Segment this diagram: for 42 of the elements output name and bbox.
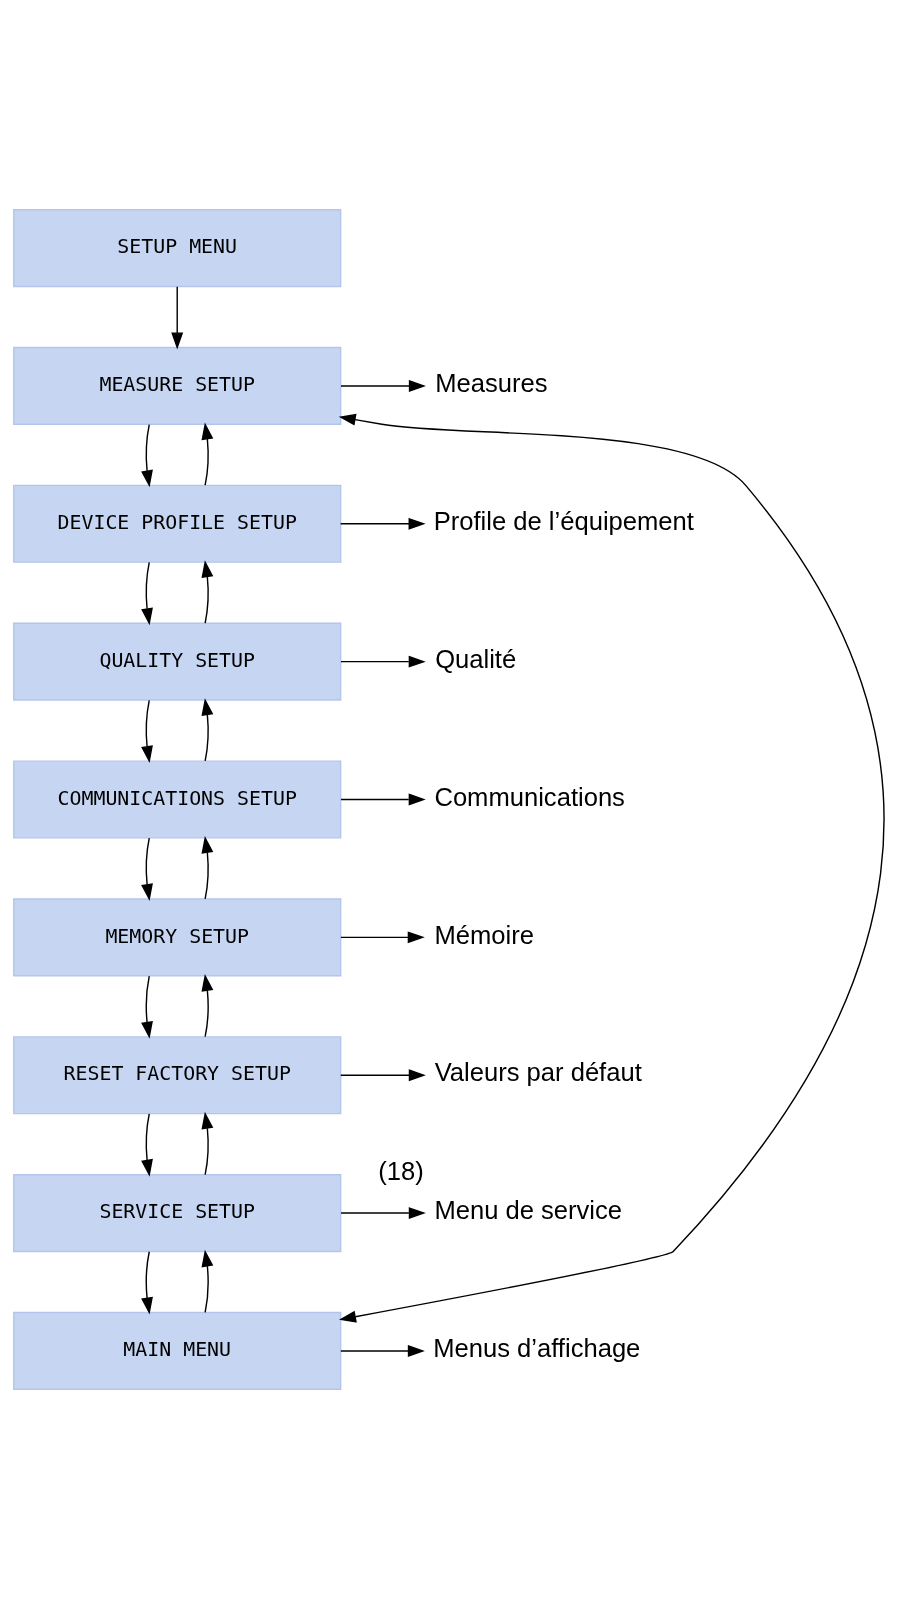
node-box: MEASURE SETUP	[13, 346, 342, 425]
node-box: DEVICE PROFILE SETUP	[13, 484, 342, 563]
node-text: Menus d’affichage	[433, 1334, 641, 1363]
arrow	[340, 793, 426, 806]
arrow	[201, 1249, 214, 1314]
arrow	[141, 975, 153, 1039]
arrow	[141, 699, 153, 764]
node-box: MEMORY SETUP	[13, 898, 342, 977]
arrow	[340, 1344, 425, 1357]
arrow	[340, 379, 426, 392]
node-box: COMMUNICATIONS SETUP	[13, 760, 342, 839]
node-text: Qualité	[435, 644, 517, 673]
node-text: Profile de l’équipement	[433, 507, 694, 536]
arrow	[201, 973, 214, 1038]
arrow	[141, 1113, 153, 1177]
arrow	[201, 698, 214, 762]
arrow	[201, 560, 214, 624]
node-box: MAIN MENU	[13, 1311, 342, 1391]
arrow	[340, 655, 426, 668]
node-text: Measures	[435, 369, 548, 398]
arrow	[201, 422, 214, 486]
node-text: Menu de service	[434, 1196, 623, 1225]
arrow	[141, 837, 153, 901]
arrow	[338, 413, 885, 1323]
arrow	[141, 561, 153, 626]
node-label: (18)	[378, 1156, 424, 1185]
node-text: Mémoire	[434, 920, 534, 949]
arrow	[339, 517, 426, 530]
arrow	[171, 286, 184, 350]
arrow	[141, 423, 153, 488]
node-box: SETUP MENU	[13, 208, 342, 288]
arrow	[340, 931, 425, 944]
node-box: SERVICE SETUP	[13, 1174, 342, 1253]
arrow	[340, 1207, 426, 1220]
arrow	[201, 1111, 214, 1176]
node-box: RESET FACTORY SETUP	[13, 1036, 342, 1115]
node-box: QUALITY SETUP	[13, 622, 342, 701]
arrow	[201, 836, 214, 900]
node-text: Communications	[434, 782, 625, 811]
arrow	[141, 1251, 153, 1315]
arrow	[340, 1069, 426, 1082]
node-text: Valeurs par défaut	[434, 1058, 642, 1087]
